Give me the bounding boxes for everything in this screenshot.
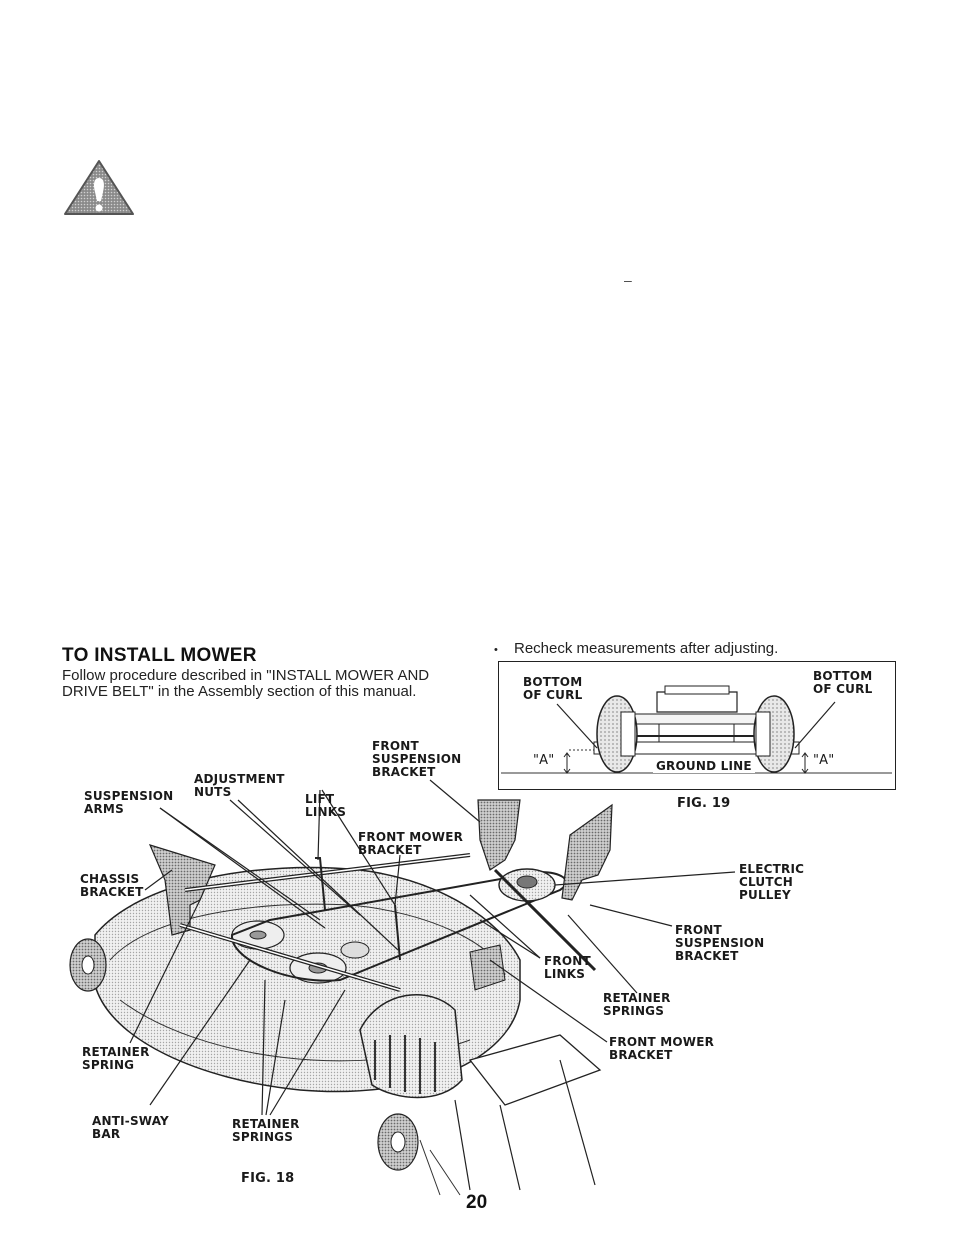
fig19-caption: FIG. 19 bbox=[677, 796, 731, 811]
suspension-arms-label: SUSPENSION ARMS bbox=[84, 789, 174, 816]
front-suspension-bracket-top-label: FRONT SUSPENSION BRACKET bbox=[372, 739, 462, 779]
page-number: 20 bbox=[466, 1192, 488, 1213]
retainer-springs-right-label: RETAINER SPRINGS bbox=[603, 991, 671, 1018]
section-body: Follow procedure described in "INSTALL M… bbox=[62, 667, 430, 700]
warning-triangle-icon bbox=[62, 158, 136, 218]
a-right-label: "A" bbox=[813, 753, 835, 768]
ground-line-label: GROUND LINE bbox=[653, 760, 755, 773]
bullet-text: Recheck measurements after adjusting. bbox=[514, 640, 779, 657]
front-suspension-bracket-right-label: FRONT SUSPENSION BRACKET bbox=[675, 923, 765, 963]
bullet-symbol: • bbox=[494, 644, 498, 656]
retainer-springs-bottom-label: RETAINER SPRINGS bbox=[232, 1117, 300, 1144]
front-mower-bracket-right-label: FRONT MOWER BRACKET bbox=[609, 1035, 715, 1062]
section-title: TO INSTALL MOWER bbox=[62, 645, 257, 666]
fig19-diagram: BOTTOM OF CURL BOTTOM OF CURL "A" "A" GR… bbox=[498, 661, 896, 790]
front-links-label: FRONT LINKS bbox=[544, 954, 591, 981]
electric-clutch-pulley-label: ELECTRIC CLUTCH PULLEY bbox=[739, 862, 805, 902]
fig18-caption: FIG. 18 bbox=[241, 1171, 295, 1186]
anti-sway-bar-label: ANTI-SWAY BAR bbox=[92, 1114, 169, 1141]
bottom-of-curl-left-label: BOTTOM OF CURL bbox=[523, 675, 583, 702]
front-mower-bracket-top-label: FRONT MOWER BRACKET bbox=[358, 830, 464, 857]
stray-dash: – bbox=[624, 272, 632, 288]
lift-links-label: LIFT LINKS bbox=[305, 792, 347, 819]
bottom-of-curl-right-label: BOTTOM OF CURL bbox=[813, 669, 873, 696]
retainer-spring-left-label: RETAINER SPRING bbox=[82, 1045, 150, 1072]
adjustment-nuts-label: ADJUSTMENT NUTS bbox=[194, 772, 285, 799]
a-left-label: "A" bbox=[533, 753, 555, 768]
chassis-bracket-label: CHASSIS BRACKET bbox=[80, 872, 144, 899]
